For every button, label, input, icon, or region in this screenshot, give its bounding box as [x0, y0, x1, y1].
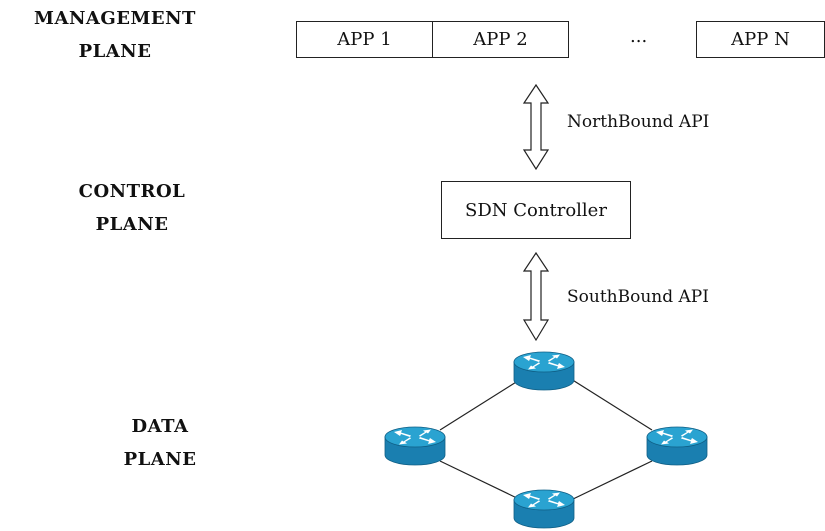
data-plane-label: DATA PLANE — [50, 410, 270, 476]
control-plane-label: CONTROL PLANE — [22, 175, 242, 241]
app-1-label: APP 1 — [337, 29, 392, 50]
management-plane-label: MANAGEMENT PLANE — [5, 2, 225, 68]
sdn-controller-box: SDN Controller — [441, 181, 631, 239]
link-right-bottom — [570, 460, 653, 501]
app-2-label: APP 2 — [473, 29, 528, 50]
router-right-icon — [646, 426, 708, 466]
router-top-icon — [513, 351, 575, 391]
data-plane-line2: PLANE — [123, 449, 197, 470]
southbound-api-label: SouthBound API — [567, 287, 709, 307]
northbound-double-arrow — [522, 83, 550, 171]
app-2-box: APP 2 — [432, 21, 569, 58]
router-bottom-icon — [513, 489, 575, 529]
router-left-icon — [384, 426, 446, 466]
management-plane-line1: MANAGEMENT — [34, 8, 196, 29]
link-top-right — [570, 378, 653, 431]
sdn-controller-label: SDN Controller — [465, 199, 607, 221]
control-plane-line2: PLANE — [95, 214, 169, 235]
app-n-box: APP N — [696, 21, 825, 58]
northbound-api-label: NorthBound API — [567, 112, 710, 132]
control-plane-line1: CONTROL — [78, 181, 186, 202]
data-plane-line1: DATA — [131, 416, 189, 437]
link-left-bottom — [439, 460, 522, 501]
southbound-double-arrow — [522, 251, 550, 342]
app-n-label: APP N — [731, 29, 790, 50]
apps-ellipsis: ... — [630, 26, 648, 47]
management-plane-line2: PLANE — [78, 41, 152, 62]
link-top-left — [439, 378, 522, 431]
